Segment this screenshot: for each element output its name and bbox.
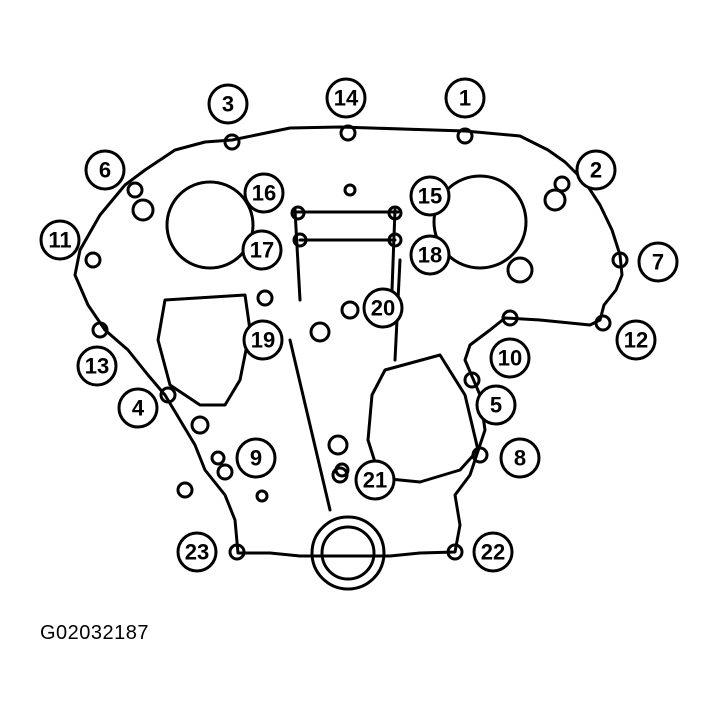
callout-circle [489, 337, 531, 379]
callout-21: 21 [354, 459, 396, 501]
callout-circle [243, 172, 285, 214]
right-lower-panel [366, 353, 480, 484]
callout-number: 9 [250, 446, 262, 471]
callout-circle [235, 437, 277, 479]
cover-outline-drawing [73, 124, 629, 591]
callout-14: 14 [325, 77, 367, 119]
callout-circle [409, 234, 451, 276]
stud [309, 321, 331, 343]
callout-9: 9 [235, 437, 277, 479]
callout-number: 10 [498, 346, 522, 371]
callout-number: 19 [251, 328, 275, 353]
callout-circle [242, 319, 284, 361]
callout-number: 11 [48, 228, 71, 253]
callout-circle [354, 459, 396, 501]
callout-8: 8 [499, 437, 541, 479]
right-cam-opening [432, 174, 528, 270]
crankshaft-seal-outer [310, 515, 386, 591]
callout-circle [575, 149, 617, 191]
callout-number: 15 [418, 184, 442, 209]
callout-13: 13 [76, 345, 118, 387]
left-cam-opening [165, 180, 255, 270]
callout-3: 3 [207, 83, 249, 125]
callout-number: 6 [99, 158, 111, 183]
callout-circle [475, 384, 517, 426]
callout-number: 21 [363, 468, 387, 493]
callout-number: 4 [132, 396, 145, 421]
callout-number: 5 [490, 393, 502, 418]
callout-22: 22 [472, 531, 514, 573]
callout-circle [499, 437, 541, 479]
callout-circle [409, 175, 451, 217]
callout-number: 13 [85, 354, 109, 379]
callout-6: 6 [84, 149, 126, 191]
callout-12: 12 [615, 319, 657, 361]
callout-1: 1 [444, 77, 486, 119]
callout-number: 23 [185, 540, 209, 565]
callout-20: 20 [362, 287, 404, 329]
stud [506, 256, 534, 284]
callout-10: 10 [489, 337, 531, 379]
stud [343, 183, 357, 197]
callout-number: 2 [590, 158, 602, 183]
callout-19: 19 [242, 319, 284, 361]
callout-number: 16 [252, 181, 276, 206]
callout-17: 17 [241, 229, 283, 271]
cover-outer-outline [73, 125, 624, 558]
stud [340, 300, 360, 320]
callout-15: 15 [409, 175, 451, 217]
callout-number: 7 [652, 250, 664, 275]
callout-circle [84, 149, 126, 191]
callout-circle [325, 77, 367, 119]
callout-circle [615, 319, 657, 361]
callout-18: 18 [409, 234, 451, 276]
callout-circle [207, 83, 249, 125]
callout-circle [39, 219, 81, 261]
center-bracket [293, 208, 400, 302]
left-lower-panel [156, 293, 252, 407]
callout-number: 18 [418, 243, 442, 268]
callout-circle [444, 77, 486, 119]
callout-7: 7 [637, 241, 679, 283]
stud [543, 188, 567, 212]
callout-circle [76, 345, 118, 387]
callout-number: 17 [250, 238, 274, 263]
callout-2: 2 [575, 149, 617, 191]
callout-circle [637, 241, 679, 283]
callout-circle [176, 531, 218, 573]
callout-circle [241, 229, 283, 271]
callout-number: 22 [481, 540, 505, 565]
callout-number: 3 [222, 92, 234, 117]
callout-number: 20 [371, 296, 395, 321]
callout-circle [117, 387, 159, 429]
figure-id-label: G02032187 [40, 622, 150, 644]
callout-5: 5 [475, 384, 517, 426]
stud [131, 198, 155, 222]
callout-circle [472, 531, 514, 573]
bolt-heads [84, 124, 629, 561]
callout-number: 12 [624, 328, 648, 353]
callout-16: 16 [243, 172, 285, 214]
crankshaft-seal-inner [320, 525, 376, 581]
callout-4: 4 [117, 387, 159, 429]
callout-number: 8 [514, 446, 526, 471]
stud [327, 434, 349, 456]
callout-circle [362, 287, 404, 329]
callout-11: 11 [39, 219, 81, 261]
callout-number: 14 [334, 86, 359, 111]
stud [176, 481, 194, 499]
callout-number: 1 [459, 86, 471, 111]
stud [190, 415, 210, 435]
stud [255, 489, 269, 503]
stud [210, 450, 226, 466]
callout-23: 23 [176, 531, 218, 573]
